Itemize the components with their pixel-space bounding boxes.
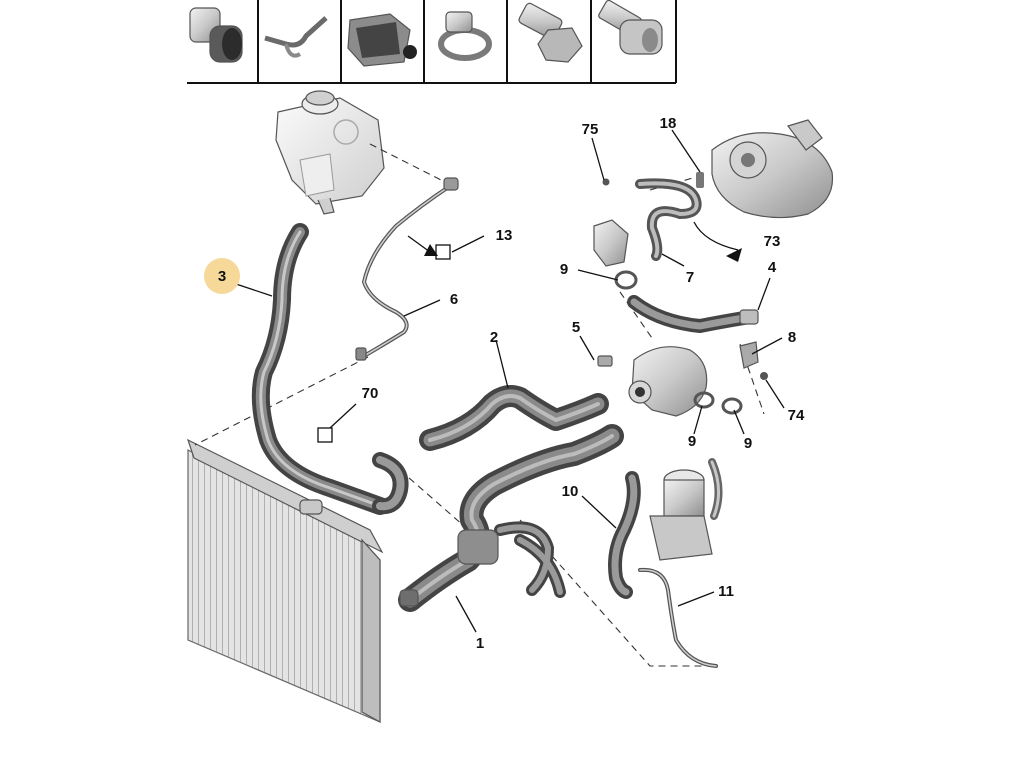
leader-lines bbox=[235, 129, 785, 633]
water-outlet-housing[interactable] bbox=[597, 346, 708, 417]
bolt-74[interactable] bbox=[760, 372, 768, 380]
callout-73[interactable]: 73 bbox=[764, 233, 781, 250]
callout-3[interactable]: 3 bbox=[204, 258, 240, 294]
o-rings[interactable] bbox=[614, 270, 743, 415]
hose-1[interactable] bbox=[372, 424, 624, 612]
callout-2[interactable]: 2 bbox=[490, 329, 498, 346]
svg-text:3: 3 bbox=[218, 268, 226, 285]
callout-7[interactable]: 7 bbox=[686, 269, 694, 286]
coolant-pipe-4[interactable] bbox=[593, 219, 759, 333]
hose-connector-icon[interactable] bbox=[189, 7, 243, 63]
callout-9-upper[interactable]: 9 bbox=[560, 261, 568, 278]
oil-filter-housing[interactable] bbox=[649, 458, 723, 561]
callout-4[interactable]: 4 bbox=[768, 259, 777, 276]
callout-9-right[interactable]: 9 bbox=[744, 435, 752, 452]
radiator[interactable] bbox=[186, 438, 384, 724]
pipe-11[interactable] bbox=[638, 567, 718, 668]
callout-10[interactable]: 10 bbox=[562, 483, 579, 500]
expansion-tank[interactable] bbox=[275, 90, 385, 215]
callout-75[interactable]: 75 bbox=[582, 121, 599, 138]
callout-8[interactable]: 8 bbox=[788, 329, 796, 346]
turbocharger[interactable] bbox=[711, 119, 834, 219]
clip-18[interactable] bbox=[696, 172, 704, 188]
bleed-pipe-6[interactable] bbox=[355, 177, 459, 361]
rubber-grommet-icon[interactable] bbox=[347, 13, 417, 67]
callout-18[interactable]: 18 bbox=[660, 115, 677, 132]
fastener-strip bbox=[187, 0, 677, 84]
socket-screw-icon[interactable] bbox=[598, 0, 663, 55]
callout-74[interactable]: 74 bbox=[788, 407, 805, 424]
clip-bracket-icon[interactable] bbox=[264, 16, 328, 58]
callout-11[interactable]: 11 bbox=[718, 583, 734, 600]
hose-3[interactable] bbox=[251, 223, 389, 515]
callout-13[interactable]: 13 bbox=[496, 227, 513, 244]
callout-9-middle[interactable]: 9 bbox=[688, 433, 696, 450]
flange-bolt-icon[interactable] bbox=[518, 2, 583, 63]
callout-5[interactable]: 5 bbox=[572, 319, 580, 336]
coolant-pipe-7[interactable] bbox=[635, 178, 702, 261]
hose-2[interactable] bbox=[419, 385, 609, 451]
bracket-8[interactable] bbox=[739, 341, 759, 369]
callout-labels: 3 75 18 13 73 9 7 4 6 2 5 8 70 74 9 9 10… bbox=[204, 115, 805, 652]
hose-clamp-icon[interactable] bbox=[438, 11, 492, 61]
callout-6[interactable]: 6 bbox=[450, 291, 458, 308]
callout-1[interactable]: 1 bbox=[476, 635, 484, 652]
bolt-75[interactable] bbox=[602, 178, 610, 186]
callout-70[interactable]: 70 bbox=[362, 385, 379, 402]
hose-10[interactable] bbox=[608, 471, 641, 599]
